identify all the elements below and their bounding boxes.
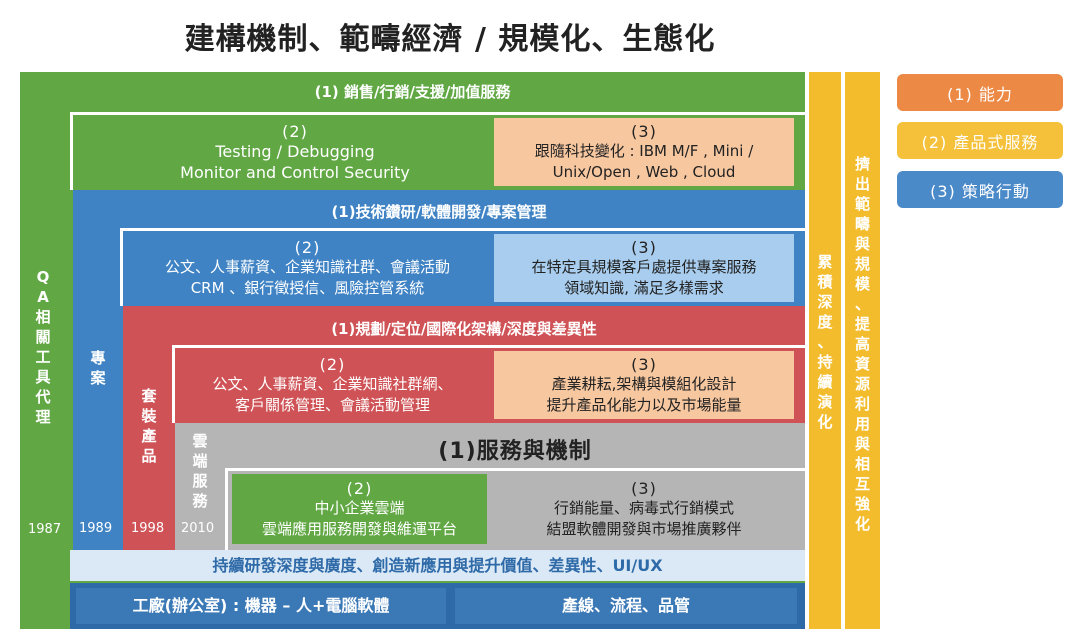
green-cell-2-num: (2)	[282, 121, 308, 141]
gray-cell-3-line1: 行銷能量、病毒式行銷模式	[553, 498, 734, 517]
red-cell-2-line2: 客戶關係管理、會議活動管理	[234, 395, 430, 414]
red-inner	[172, 345, 805, 423]
gray-cell-3-line2: 結盟軟體開發與市場推廣夥伴	[546, 519, 742, 538]
project-label: 專案	[90, 349, 106, 387]
legend-capability: (1) 能力	[897, 74, 1063, 111]
red-cell-2-line1: 公文、人事薪資、企業知識社群網、	[212, 374, 453, 393]
package-year: 1998	[131, 521, 165, 536]
red-cell-3-line1: 產業耕耘,架構與模組化設計	[551, 374, 737, 393]
gray-cell-3-num: (3)	[631, 478, 657, 498]
blue-cell-2-line2: CRM 、銀行徵授信、風險控管系統	[190, 278, 425, 297]
gray-cell-2-line1: 中小企業雲端	[314, 498, 405, 517]
page-title: 建構機制、範疇經濟 / 規模化、生態化	[184, 22, 716, 57]
red-cell-3-line2: 提升產品化能力以及市場能量	[546, 395, 742, 414]
red-cell-3-num: (3)	[631, 354, 657, 374]
cloud-year: 2010	[181, 521, 215, 536]
blue-cell-3: (3) 在特定具規模客戶處提供專案服務 領域知識, 滿足多樣需求	[494, 234, 794, 302]
green-inner	[70, 112, 805, 190]
qa-year: 1987	[28, 522, 62, 537]
legend-strategy: (3) 策略行動	[897, 171, 1063, 208]
blue-inner	[120, 228, 805, 306]
blue-cell-2-num: (2)	[294, 237, 321, 257]
blue-cell-3-line1: 在特定具規模客戶處提供專案服務	[531, 257, 757, 276]
gray-cell-2-num: (2)	[346, 478, 373, 498]
green-cell-3-line1: 跟隨科技變化 : IBM M/F , Mini /	[534, 141, 754, 160]
project-year: 1989	[79, 521, 113, 536]
gray-cell-2: (2) 中小企業雲端 雲端應用服務開發與維運平台	[232, 474, 487, 544]
blue-cell-2: (2) 公文、人事薪資、企業知識社群、會議活動 CRM 、銀行徵授信、風險控管系…	[130, 234, 485, 302]
gray-header: (1)服務與機制	[438, 439, 592, 464]
side-column-scope: 擠出範疇與規模、提高資源利用與相互強化	[845, 72, 880, 629]
side-column-scope-text: 擠出範疇與規模、提高資源利用與相互強化	[854, 155, 870, 533]
side-column-accumulate: 累積深度、持續演化	[809, 72, 841, 629]
gray-cell-3: (3) 行銷能量、病毒式行銷模式 結盟軟體開發與市場推廣夥伴	[494, 474, 794, 544]
green-cell-3-line2: Unix/Open , Web , Cloud	[552, 162, 736, 181]
green-cell-3-num: (3)	[631, 121, 657, 141]
blue-cell-2-line1: 公文、人事薪資、企業知識社群、會議活動	[164, 257, 450, 276]
blue-cell-3-line2: 領域知識, 滿足多樣需求	[564, 278, 724, 297]
cloud-label: 雲端服務	[192, 432, 208, 510]
gray-inner	[225, 468, 805, 550]
base-left: 工廠(辦公室) : 機器 – 人+電腦軟體	[76, 588, 446, 624]
base-right: 產線、流程、品管	[455, 588, 797, 624]
foundation-bar: 持續研發深度與廣度、創造新應用與提升價值、差異性、UI/UX	[70, 550, 805, 581]
green-cell-2: (2) Testing / Debugging Monitor and Cont…	[130, 118, 460, 186]
red-header: (1)規劃/定位/國際化架構/深度與差異性	[331, 320, 597, 338]
package-label: 套裝產品	[141, 387, 157, 465]
gray-cell-2-line2: 雲端應用服務開發與維運平台	[261, 519, 457, 538]
blue-header: (1)技術鑽研/軟體開發/專案管理	[331, 203, 547, 221]
side-column-accumulate-text: 累積深度、持續演化	[817, 253, 833, 431]
green-cell-2-line2: Monitor and Control Security	[180, 162, 410, 182]
legend-product-service: (2) 產品式服務	[897, 122, 1063, 159]
green-header: (1) 銷售/行銷/支援/加值服務	[314, 83, 511, 101]
red-cell-2-num: (2)	[319, 354, 346, 374]
green-cell-3: (3) 跟隨科技變化 : IBM M/F , Mini / Unix/Open …	[494, 118, 794, 186]
green-cell-2-line1: Testing / Debugging	[215, 141, 375, 161]
blue-cell-3-num: (3)	[631, 237, 657, 257]
red-cell-2: (2) 公文、人事薪資、企業知識社群網、 客戶關係管理、會議活動管理	[180, 351, 485, 419]
red-cell-3: (3) 產業耕耘,架構與模組化設計 提升產品化能力以及市場能量	[494, 351, 794, 419]
